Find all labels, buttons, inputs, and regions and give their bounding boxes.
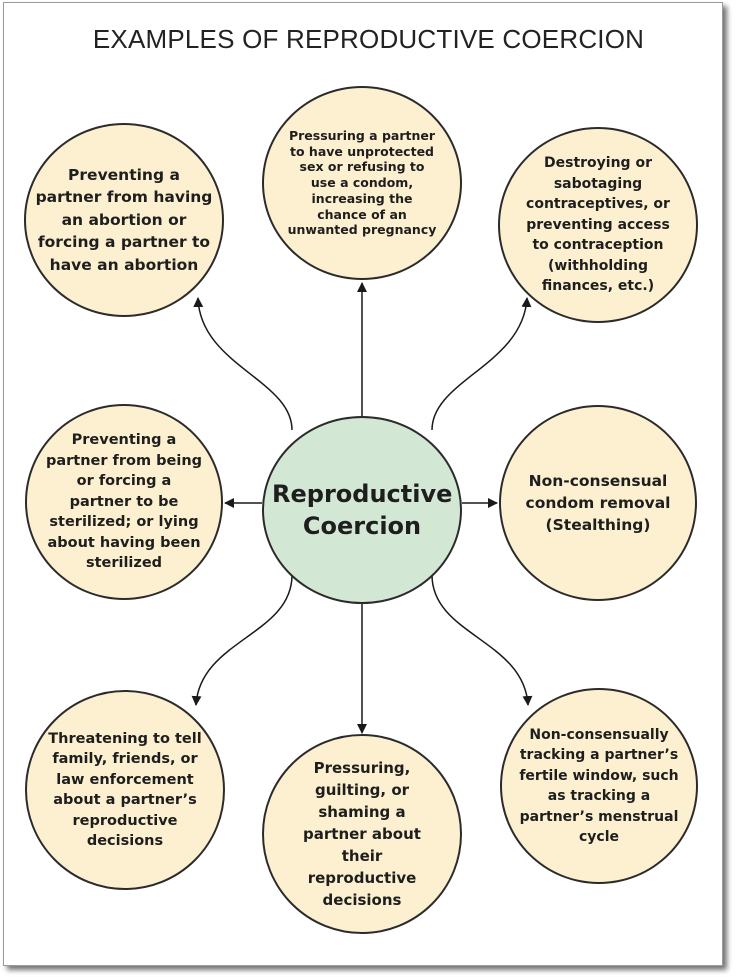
node-top-center-label: Pressuring a partner to have unprotected… bbox=[287, 127, 437, 238]
node-top-left: Preventing a partner from having an abor… bbox=[24, 123, 224, 317]
node-middle-right: Non-consensual condom removal (Stealthin… bbox=[499, 405, 697, 601]
node-bottom-center-label: Pressuring, guilting, or shaming a partn… bbox=[303, 759, 421, 909]
node-top-center: Pressuring a partner to have unprotected… bbox=[262, 86, 462, 280]
node-bottom-right: Non-consensually tracking a partner’s fe… bbox=[500, 688, 698, 884]
center-node-label: Reproductive Coercion bbox=[272, 480, 453, 540]
diagram-title: EXAMPLES OF REPRODUCTIVE COERCION bbox=[92, 24, 645, 54]
node-middle-left: Preventing a partner from being or forci… bbox=[25, 404, 223, 600]
node-middle-left-label: Preventing a partner from being or forci… bbox=[45, 432, 203, 572]
arrow-to-top-right bbox=[431, 297, 532, 431]
node-bottom-center: Pressuring, guilting, or shaming a partn… bbox=[262, 734, 462, 934]
node-bottom-left-label: Threatening to tell family, friends, or … bbox=[48, 730, 202, 850]
node-bottom-right-label: Non-consensually tracking a partner’s fe… bbox=[519, 726, 679, 846]
arrow-to-top-left bbox=[193, 297, 293, 431]
node-top-left-label: Preventing a partner from having an abor… bbox=[35, 165, 213, 274]
arrow-to-bottom-right bbox=[431, 574, 533, 706]
node-middle-right-label: Non-consensual condom removal (Stealthin… bbox=[525, 472, 671, 534]
node-bottom-left: Threatening to tell family, friends, or … bbox=[25, 690, 225, 890]
center-node: Reproductive Coercion bbox=[262, 416, 462, 604]
node-top-right-label: Destroying or sabotaging contraceptives,… bbox=[526, 155, 670, 295]
arrow-to-bottom-left bbox=[191, 574, 293, 706]
node-top-right: Destroying or sabotaging contraceptives,… bbox=[498, 127, 698, 323]
